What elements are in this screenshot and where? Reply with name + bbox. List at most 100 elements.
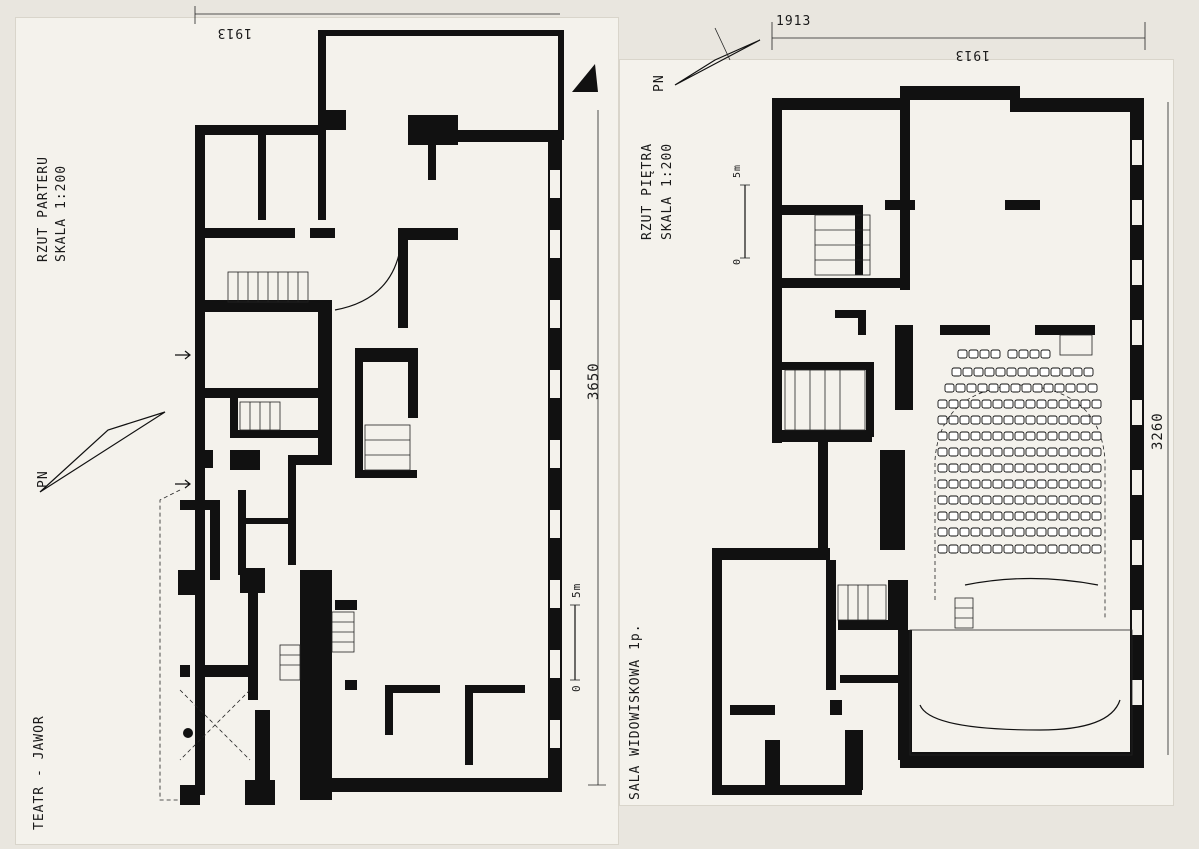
- seat: [948, 511, 959, 521]
- seat: [1017, 367, 1028, 377]
- north-arrow-icon: [674, 27, 761, 86]
- seat: [1014, 415, 1025, 425]
- seat: [959, 511, 970, 521]
- seat: [959, 544, 970, 554]
- seat: [1047, 431, 1058, 441]
- seat: [1014, 527, 1025, 537]
- seat: [951, 367, 962, 377]
- seat: [992, 463, 1003, 473]
- right-plan-year-flipped: 1913: [954, 47, 990, 62]
- seat: [1029, 349, 1040, 359]
- seat: [1025, 544, 1036, 554]
- seat: [1025, 415, 1036, 425]
- seat: [1003, 511, 1014, 521]
- left-plan-scale: SKALA 1:200: [54, 164, 69, 262]
- seat: [1014, 447, 1025, 457]
- seat: [1080, 415, 1091, 425]
- right-plan-scale: SKALA 1:200: [660, 142, 675, 240]
- seat: [1080, 431, 1091, 441]
- auditorium-seats: [937, 349, 1102, 554]
- seat: [1014, 479, 1025, 489]
- seat: [1091, 399, 1102, 409]
- left-plan-year: 1913: [216, 25, 252, 40]
- left-building-name: TEATR - JAWOR: [32, 715, 47, 830]
- seat: [1058, 463, 1069, 473]
- seat: [937, 415, 948, 425]
- seat: [1091, 527, 1102, 537]
- seat: [937, 447, 948, 457]
- seat: [970, 544, 981, 554]
- seat: [1047, 527, 1058, 537]
- seat: [981, 511, 992, 521]
- seat: [1047, 463, 1058, 473]
- seat: [937, 399, 948, 409]
- seat: [948, 544, 959, 554]
- seat: [1087, 383, 1098, 393]
- seat: [1091, 463, 1102, 473]
- seat: [1091, 479, 1102, 489]
- seat: [957, 349, 968, 359]
- right-room-name: SALA WIDOWISKOWA 1p.: [628, 623, 643, 800]
- right-plan-title: RZUT PIĘTRA: [640, 142, 655, 240]
- seat: [937, 495, 948, 505]
- seat: [1003, 399, 1014, 409]
- seat: [1083, 367, 1094, 377]
- seat: [959, 479, 970, 489]
- seat: [1025, 527, 1036, 537]
- seat: [948, 447, 959, 457]
- seat: [981, 399, 992, 409]
- seat: [1091, 431, 1102, 441]
- seat: [948, 479, 959, 489]
- seat: [1058, 431, 1069, 441]
- seat: [1014, 544, 1025, 554]
- seat: [1025, 463, 1036, 473]
- seat: [959, 527, 970, 537]
- seat: [1036, 479, 1047, 489]
- seat: [1006, 367, 1017, 377]
- seat: [1091, 495, 1102, 505]
- seat: [1069, 415, 1080, 425]
- seat: [1040, 349, 1051, 359]
- seat: [948, 431, 959, 441]
- seat: [1069, 399, 1080, 409]
- seat: [959, 415, 970, 425]
- seat: [1091, 544, 1102, 554]
- right-scalebar-zero: 0: [732, 257, 743, 265]
- right-dimension: 3260: [1150, 412, 1166, 450]
- seat: [1003, 527, 1014, 537]
- seat: [1047, 415, 1058, 425]
- seat: [1058, 415, 1069, 425]
- seat: [981, 447, 992, 457]
- seat: [1036, 527, 1047, 537]
- seat: [1003, 479, 1014, 489]
- seat: [1080, 495, 1091, 505]
- seat: [1050, 367, 1061, 377]
- seat: [962, 367, 973, 377]
- seat: [1069, 544, 1080, 554]
- seat: [937, 463, 948, 473]
- left-scalebar-zero: 0: [570, 684, 583, 692]
- seat: [1025, 431, 1036, 441]
- seat: [1072, 367, 1083, 377]
- seat: [1047, 544, 1058, 554]
- seat: [1080, 463, 1091, 473]
- seat: [966, 383, 977, 393]
- seat: [1080, 527, 1091, 537]
- seat: [992, 447, 1003, 457]
- seat: [1025, 479, 1036, 489]
- seat: [1014, 495, 1025, 505]
- seat: [970, 495, 981, 505]
- seat: [1014, 399, 1025, 409]
- seat: [1036, 447, 1047, 457]
- seat: [970, 431, 981, 441]
- seat: [992, 415, 1003, 425]
- seat: [992, 511, 1003, 521]
- seat: [1003, 415, 1014, 425]
- seat: [1065, 383, 1076, 393]
- seat: [1025, 511, 1036, 521]
- seat: [981, 527, 992, 537]
- seat: [992, 527, 1003, 537]
- left-dimension: 3650: [586, 362, 602, 400]
- seat: [970, 415, 981, 425]
- seat: [981, 495, 992, 505]
